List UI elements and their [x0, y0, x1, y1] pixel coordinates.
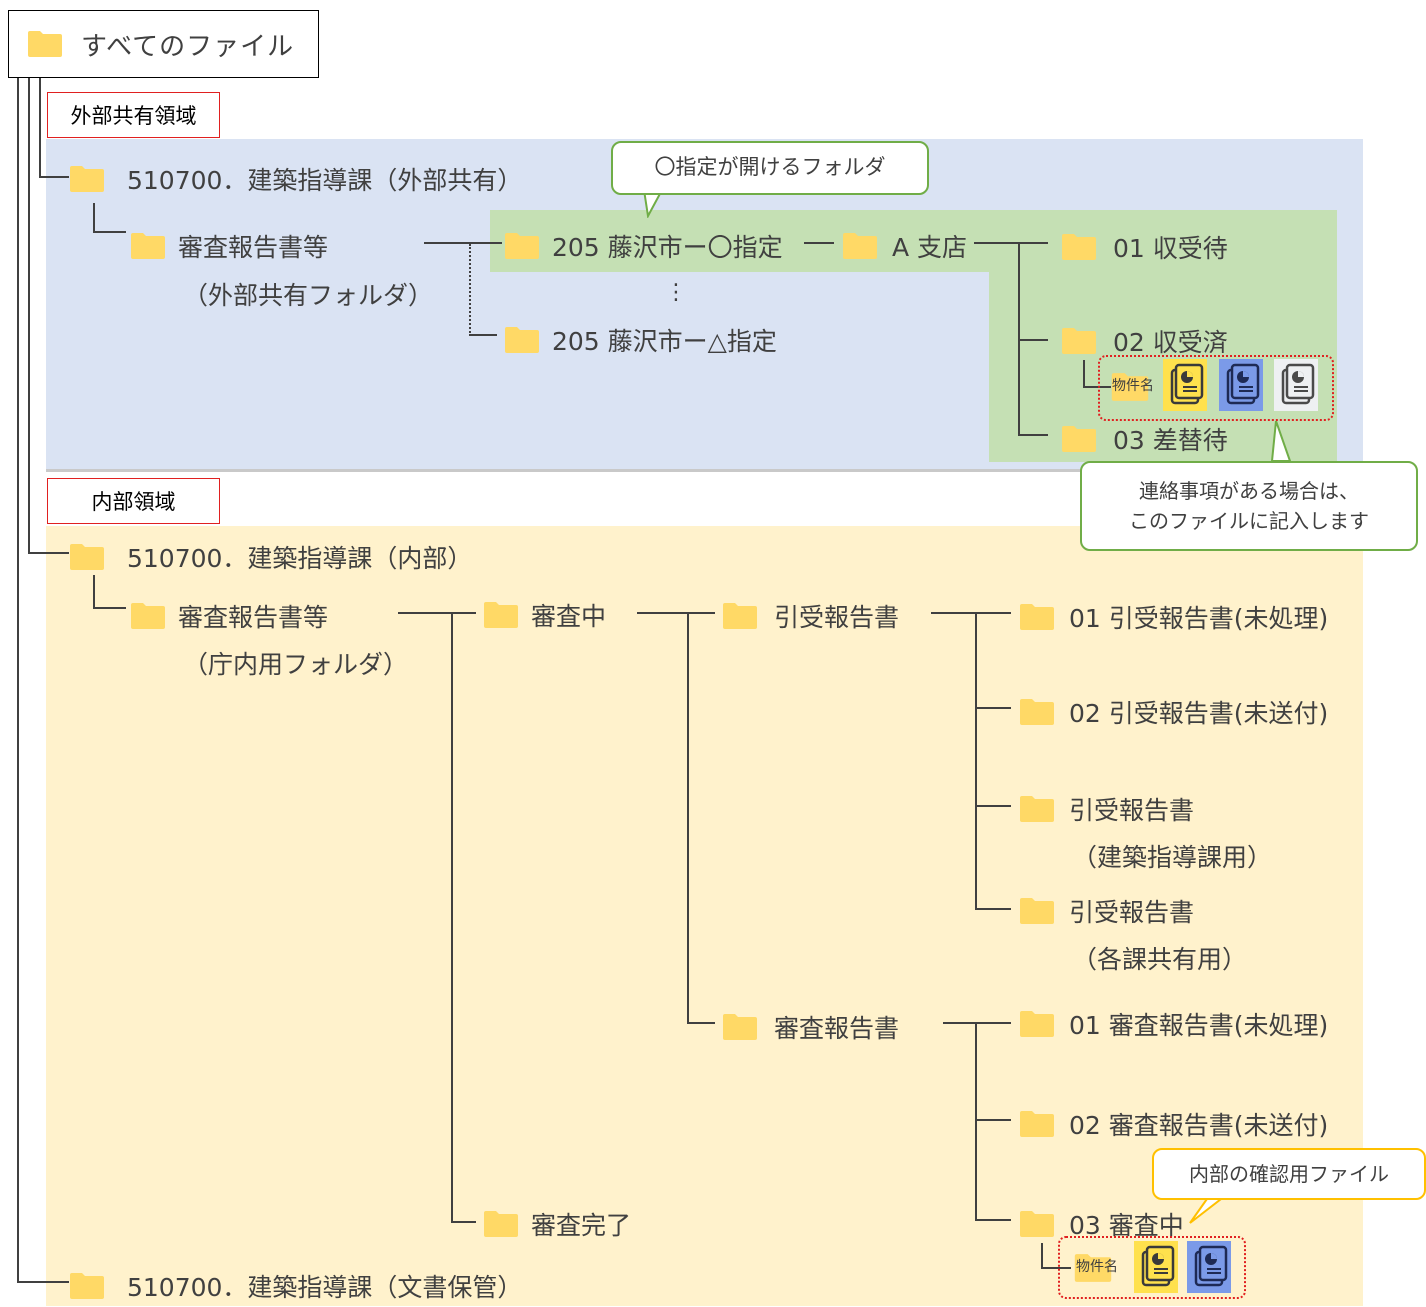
internal-area: [46, 526, 1363, 1306]
folder-icon: [483, 1210, 519, 1238]
folder-in-review[interactable]: 審査中: [483, 597, 606, 633]
internal-section-tag: 内部領域: [47, 478, 220, 524]
folder-icon: [1019, 698, 1055, 726]
folder-label: 03 審査中: [1069, 1211, 1184, 1240]
folder-icon: [722, 602, 758, 630]
folder-label: 03 差替待: [1113, 426, 1228, 455]
folder-ext-01[interactable]: 01 収受待: [1061, 229, 1228, 265]
folder-icon: [1019, 795, 1055, 823]
folder-label: 引受報告書: [774, 603, 900, 632]
folder-acc-kenchiku[interactable]: 引受報告書: [1019, 791, 1194, 827]
folder-label: 引受報告書: [1069, 796, 1195, 825]
folder-rev-03[interactable]: 03 審査中: [1019, 1206, 1184, 1242]
folder-icon: [1061, 233, 1097, 261]
folder-acceptance[interactable]: 引受報告書: [722, 598, 899, 634]
folder-rev-02[interactable]: 02 審査報告書(未送付): [1019, 1106, 1328, 1142]
folder-branch-a[interactable]: A 支店: [842, 228, 967, 264]
folder-ext-03[interactable]: 03 差替待: [1061, 421, 1228, 457]
folder-external-division[interactable]: 510700．建築指導課（外部共有）: [69, 161, 522, 197]
folder-label: 02 引受報告書(未送付): [1069, 699, 1329, 728]
property-label: 物件名: [1076, 1259, 1118, 1275]
folder-label: A 支店: [892, 233, 968, 262]
folder-icon: [1061, 425, 1097, 453]
document-chart-icon[interactable]: [1274, 359, 1318, 411]
folder-external-reports[interactable]: 審査報告書等: [130, 228, 328, 264]
folder-sublabel: （庁内用フォルダ）: [183, 650, 409, 679]
folder-label: 510700．建築指導課（文書保管）: [127, 1273, 523, 1302]
root-all-files[interactable]: すべてのファイル: [8, 10, 319, 78]
folder-icon: [1111, 373, 1149, 401]
folder-label: 01 収受待: [1113, 234, 1228, 263]
folder-label: 審査報告書等: [178, 233, 329, 262]
folder-icon: [1019, 603, 1055, 631]
folder-icon: [1019, 897, 1055, 925]
folder-ext-02[interactable]: 02 収受済: [1061, 323, 1228, 359]
folder-label: 02 収受済: [1113, 328, 1228, 357]
folder-label: 審査中: [531, 602, 607, 631]
folder-icon: [69, 165, 105, 193]
folder-icon: [69, 543, 105, 571]
root-label: すべてのファイル: [81, 31, 295, 62]
folder-label: 205 藤沢市ー〇指定: [552, 233, 783, 262]
document-chart-icon[interactable]: [1187, 1241, 1231, 1293]
folder-acc-02[interactable]: 02 引受報告書(未送付): [1019, 694, 1328, 730]
folder-label: 審査報告書等: [178, 603, 329, 632]
external-section-tag: 外部共有領域: [47, 92, 220, 138]
folder-label: 審査完了: [531, 1211, 632, 1240]
document-chart-icon[interactable]: [1219, 359, 1263, 411]
folder-internal-reports[interactable]: 審査報告書等: [130, 598, 328, 634]
folder-sublabel: （各課共有用）: [1072, 945, 1248, 974]
section-divider: [46, 469, 1363, 472]
folder-acc-shared[interactable]: 引受報告書: [1019, 893, 1194, 929]
folder-label: 審査報告書: [774, 1014, 900, 1043]
folder-archive[interactable]: 510700．建築指導課（文書保管）: [69, 1268, 522, 1304]
folder-icon: [1074, 1254, 1112, 1282]
folder-label: 510700．建築指導課（内部）: [127, 544, 473, 573]
folder-icon: [722, 1013, 758, 1041]
internal-property-files-box: [1058, 1236, 1246, 1299]
property-label: 物件名: [1112, 378, 1154, 394]
folder-label: 01 審査報告書(未処理): [1069, 1011, 1329, 1040]
callout-open-folder: 〇指定が開けるフォルダ: [611, 141, 929, 195]
callout-pointer: [1270, 421, 1292, 462]
folder-icon: [504, 326, 540, 354]
folder-review-done[interactable]: 審査完了: [483, 1206, 631, 1242]
folder-icon: [130, 232, 166, 260]
folder-icon: [69, 1272, 105, 1300]
folder-rev-01[interactable]: 01 審査報告書(未処理): [1019, 1006, 1328, 1042]
folder-internal-division[interactable]: 510700．建築指導課（内部）: [69, 539, 472, 575]
folder-sublabel: （建築指導課用）: [1072, 843, 1273, 872]
folder-icon: [1019, 1210, 1055, 1238]
ellipsis-vertical: ⋮: [665, 280, 687, 305]
document-chart-icon[interactable]: [1134, 1241, 1178, 1293]
property-files-box: [1098, 355, 1334, 421]
folder-label: 01 引受報告書(未処理): [1069, 604, 1329, 633]
folder-fujisawa-o[interactable]: 205 藤沢市ー〇指定: [504, 228, 783, 264]
accessible-highlight: [490, 210, 1337, 272]
folder-icon: [1019, 1010, 1055, 1038]
folder-label: 引受報告書: [1069, 898, 1195, 927]
folder-icon: [504, 232, 540, 260]
folder-sublabel: （外部共有フォルダ）: [183, 281, 434, 310]
folder-review-report[interactable]: 審査報告書: [722, 1009, 899, 1045]
folder-label: 02 審査報告書(未送付): [1069, 1111, 1329, 1140]
folder-icon: [1019, 1110, 1055, 1138]
document-chart-icon[interactable]: [1163, 359, 1207, 411]
folder-icon: [130, 602, 166, 630]
folder-icon: [27, 30, 63, 58]
folder-property[interactable]: 物件名: [1110, 372, 1154, 401]
folder-label: 205 藤沢市ー△指定: [552, 327, 777, 356]
folder-label: 510700．建築指導課（外部共有）: [127, 166, 523, 195]
folder-fujisawa-tri[interactable]: 205 藤沢市ー△指定: [504, 322, 777, 358]
folder-icon: [1061, 327, 1097, 355]
folder-acc-01[interactable]: 01 引受報告書(未処理): [1019, 599, 1328, 635]
folder-icon: [842, 232, 878, 260]
callout-internal-check: 内部の確認用ファイル: [1152, 1148, 1426, 1200]
callout-contact-note: 連絡事項がある場合は、 このファイルに記入します: [1080, 461, 1418, 551]
folder-icon: [483, 601, 519, 629]
folder-property-internal[interactable]: 物件名: [1073, 1253, 1118, 1282]
